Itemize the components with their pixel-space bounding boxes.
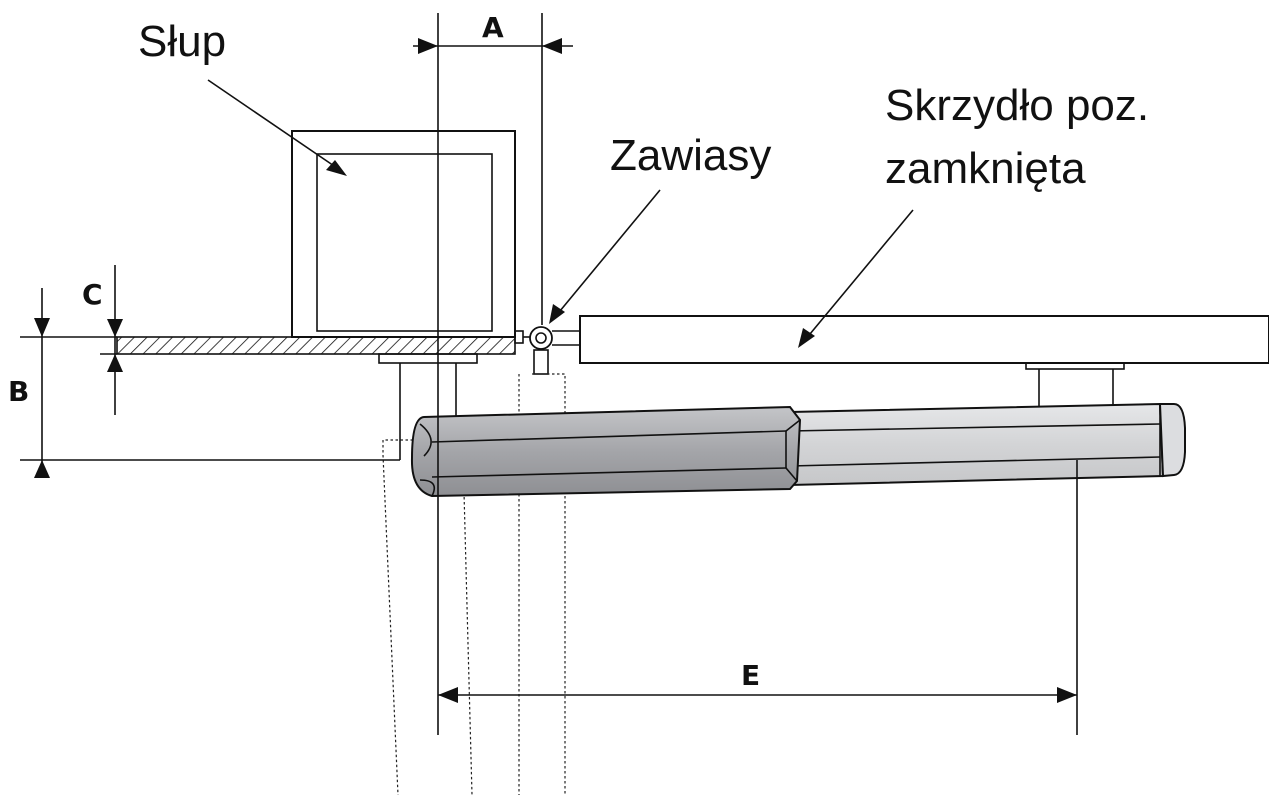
actuator-cylinder xyxy=(410,402,1186,498)
dimension-a xyxy=(413,13,573,735)
dimension-b xyxy=(20,288,400,478)
post-bracket xyxy=(378,353,478,460)
hinge-leader-arrow xyxy=(549,304,565,324)
dim-label-c: C xyxy=(82,278,103,311)
hinge xyxy=(514,326,580,375)
wall-hatched-strip xyxy=(116,336,516,355)
label-leaf-line2: zamknięta xyxy=(885,144,1086,193)
dim-label-b: B xyxy=(8,375,29,408)
leaf-leader-arrow xyxy=(798,328,815,348)
label-leaf-line1: Skrzydło poz. xyxy=(885,81,1149,130)
dim-label-a: A xyxy=(482,11,504,44)
leader-lines xyxy=(207,79,914,348)
gate-leaf xyxy=(579,315,1269,408)
post xyxy=(291,130,516,338)
dim-label-e: E xyxy=(741,659,760,692)
label-post: Słup xyxy=(138,17,226,66)
label-hinges: Zawiasy xyxy=(610,131,771,180)
dimension-c xyxy=(100,265,123,415)
dimension-e xyxy=(438,460,1078,735)
post-leader-arrow xyxy=(326,160,347,176)
